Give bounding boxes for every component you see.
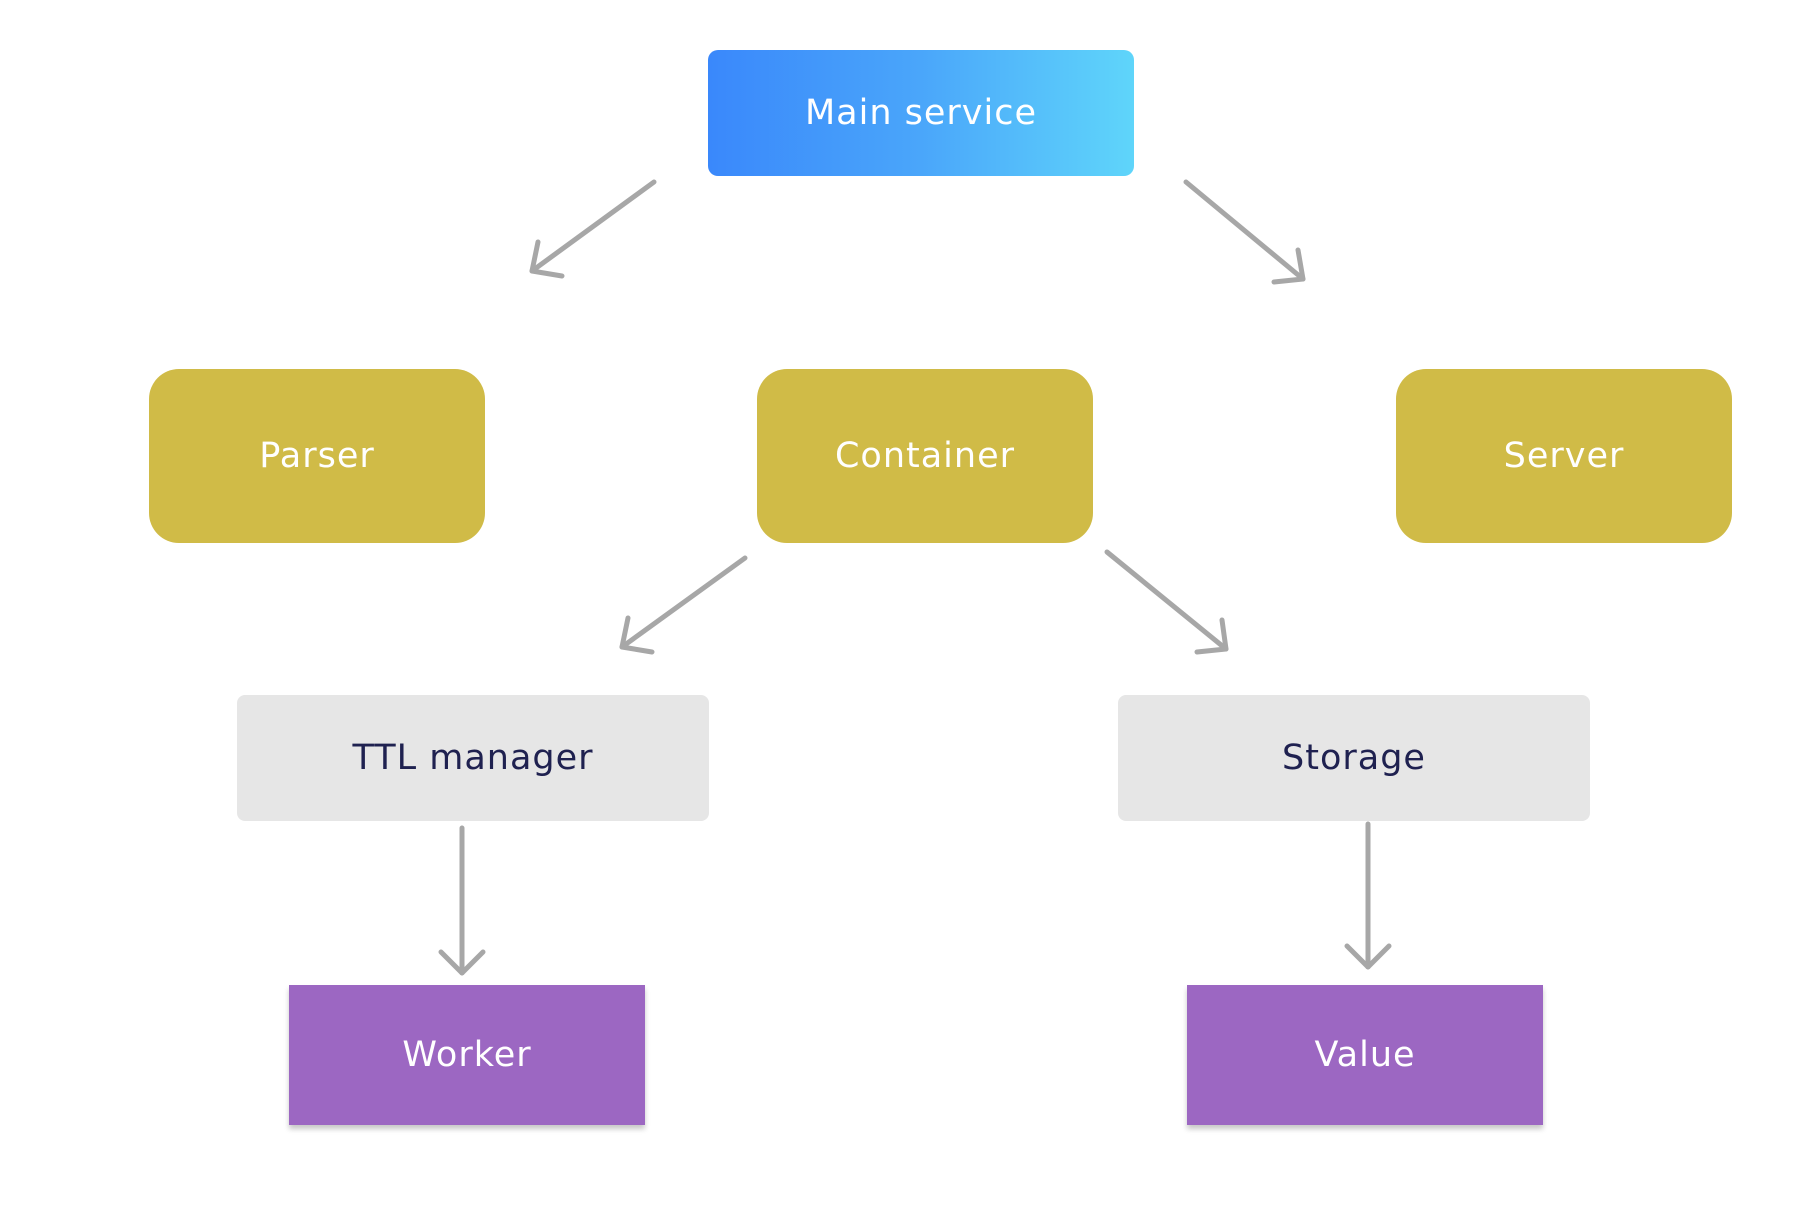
node-parser-label: Parser — [259, 436, 375, 476]
arrow-main-to-server — [1183, 179, 1306, 285]
arrow-storage-to-value — [1344, 821, 1392, 970]
node-storage-label: Storage — [1282, 738, 1426, 778]
arrow-ttl-manager-to-worker — [438, 825, 486, 976]
arrow-main-to-parser — [529, 179, 657, 279]
node-server[interactable]: Server — [1396, 369, 1732, 543]
node-main-service[interactable]: Main service — [708, 50, 1134, 176]
node-main-service-label: Main service — [804, 93, 1038, 133]
node-value[interactable]: Value — [1187, 985, 1543, 1125]
node-parser[interactable]: Parser — [149, 369, 485, 543]
node-ttl-manager[interactable]: TTL manager — [237, 695, 709, 821]
node-worker[interactable]: Worker — [289, 985, 645, 1125]
node-value-label: Value — [1314, 1035, 1416, 1075]
arrow-container-to-storage — [1104, 549, 1229, 655]
node-storage[interactable]: Storage — [1118, 695, 1590, 821]
node-container[interactable]: Container — [757, 369, 1093, 543]
arrow-container-to-ttl-manager — [619, 555, 748, 655]
node-container-label: Container — [834, 436, 1016, 476]
node-worker-label: Worker — [402, 1035, 532, 1075]
node-ttl-manager-label: TTL manager — [352, 738, 594, 778]
node-server-label: Server — [1503, 436, 1625, 476]
